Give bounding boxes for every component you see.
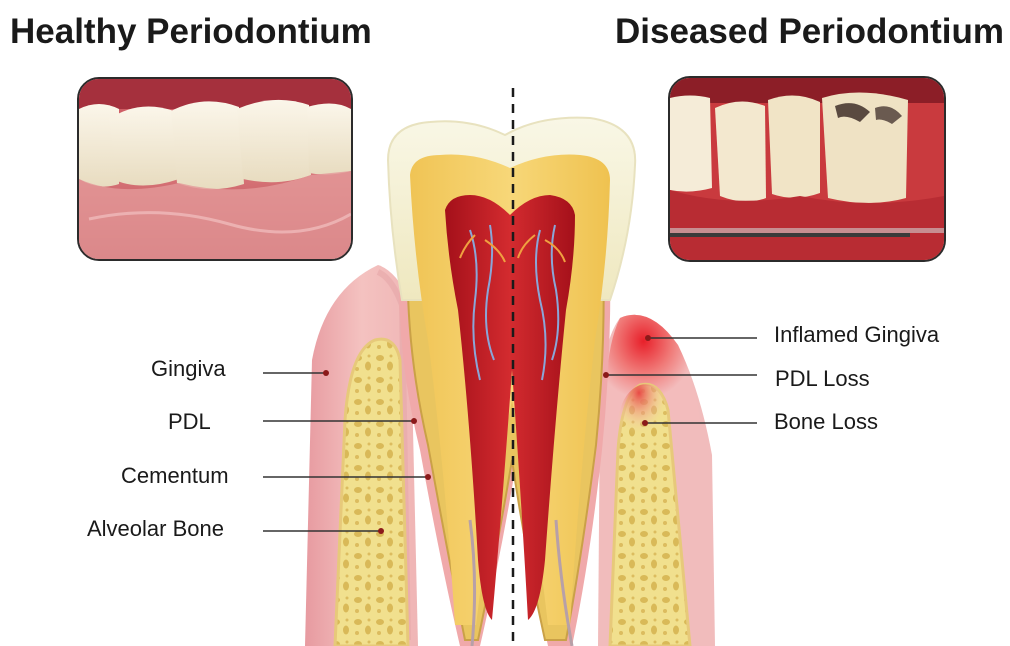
label-gingiva: Gingiva xyxy=(151,356,226,382)
label-inflamed-gingiva: Inflamed Gingiva xyxy=(774,322,939,348)
label-bone-loss: Bone Loss xyxy=(774,409,878,435)
tooth xyxy=(388,118,635,646)
label-alveolar-bone: Alveolar Bone xyxy=(87,516,224,542)
label-pdl-loss: PDL Loss xyxy=(775,366,870,392)
label-cementum: Cementum xyxy=(121,463,229,489)
label-pdl: PDL xyxy=(168,409,211,435)
